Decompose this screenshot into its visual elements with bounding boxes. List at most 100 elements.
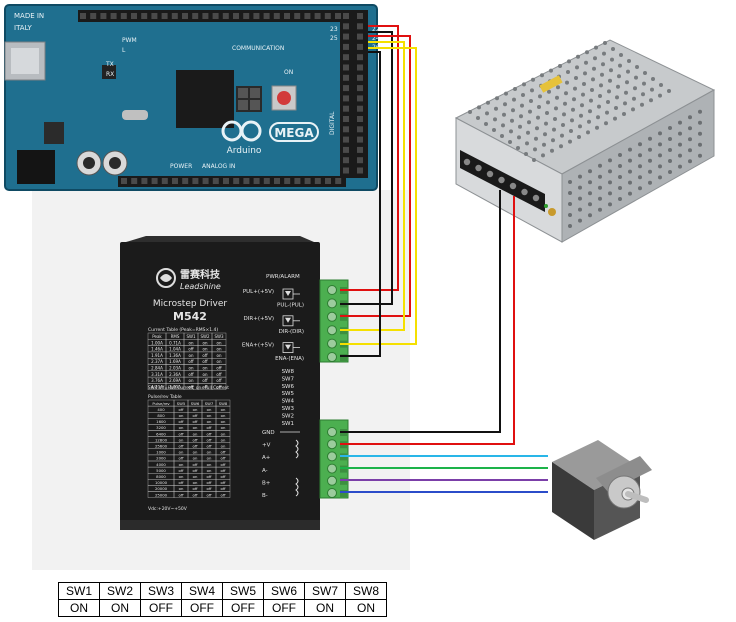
pulse-table-cell: off <box>193 437 198 442</box>
pulse-table-cell: 1000 <box>156 450 166 455</box>
pulse-table-cell: off <box>193 462 198 467</box>
switch-header-3: SW3 <box>140 582 182 600</box>
pulse-table-cell: on <box>221 413 226 418</box>
pulse-table-cell: 25600 <box>155 444 168 449</box>
pulse-table-cell: off <box>193 468 198 473</box>
current-table-cell: 1.91A <box>151 353 163 358</box>
switch-label: SW1 <box>282 421 294 427</box>
pulse-table-cell: 800 <box>157 413 165 418</box>
current-table-cell: SW3 <box>214 334 223 339</box>
pulse-table-cell: SW5 <box>177 401 186 406</box>
current-table-cell: off <box>202 384 207 389</box>
power-label: GND <box>262 430 275 436</box>
current-table-cell: SW1 <box>186 334 195 339</box>
current-table-cell: SW2 <box>200 334 209 339</box>
current-table-cell: 1.36A <box>169 353 181 358</box>
pulse-table-cell: off <box>221 492 226 497</box>
signal-label: ENA+(+5V) <box>242 343 274 349</box>
pwr-alarm-label: PWR/ALARM <box>266 274 300 280</box>
pulse-table-cell: on <box>207 468 212 473</box>
current-table-cell: on <box>189 366 194 371</box>
pulse-table-cell: on <box>193 450 198 455</box>
current-table-cell: off <box>216 372 221 377</box>
pulse-table-cell: off <box>221 456 226 461</box>
pulse-table-cell: 10000 <box>155 480 168 485</box>
current-table-cell: 2.84A <box>151 366 163 371</box>
current-table-cell: off <box>188 347 193 352</box>
switch-label: SW7 <box>282 376 295 382</box>
current-table-cell: on <box>217 340 222 345</box>
switch-header-2: SW2 <box>99 582 141 600</box>
current-table-cell: on <box>217 347 222 352</box>
current-table-cell: 2.69A <box>169 378 181 383</box>
current-table-cell: 4.20A <box>151 384 163 389</box>
pulse-table-cell: 12800 <box>155 437 168 442</box>
current-table-cell: on <box>189 340 194 345</box>
switch-label: SW3 <box>282 406 295 412</box>
signal-label: DIR-(DIR) <box>279 329 304 335</box>
current-table-cell: on <box>217 359 222 364</box>
wire-ena-plus <box>340 47 417 345</box>
pulse-table-cell: off <box>207 486 212 491</box>
pulse-table-cell: off <box>221 468 226 473</box>
current-table-cell: 1.46A <box>151 347 163 352</box>
pulse-table-cell: off <box>221 462 226 467</box>
pulse-table-cell: off <box>179 419 184 424</box>
power-label: +V <box>262 443 271 449</box>
pulse-table-cell: on <box>193 456 198 461</box>
pulse-table-cell: off <box>221 474 226 479</box>
wire-vplus <box>340 196 515 445</box>
pulse-table-cell: 8000 <box>156 474 166 479</box>
pulse-table-cell: on <box>221 419 226 424</box>
pulse-table-cell: off <box>193 444 198 449</box>
dc-jack <box>17 150 55 184</box>
power-label: B+ <box>262 480 271 486</box>
pulse-table-cell: off <box>179 468 184 473</box>
pulse-table-cell: on <box>179 425 184 430</box>
current-table-cell: 1.00A <box>151 340 163 345</box>
wire-pul-plus <box>340 25 399 291</box>
pulse-table-cell: on <box>193 425 198 430</box>
switch-value-1: ON <box>58 599 100 617</box>
pulse-table-cell: off <box>179 492 184 497</box>
pulse-table-cell: off <box>207 444 212 449</box>
driver-brand-cn: 雷赛科技 <box>180 268 221 281</box>
pulse-table-cell: off <box>207 492 212 497</box>
atmega-chip <box>176 70 234 128</box>
pin-23-label: 23 <box>330 26 338 33</box>
pulse-table-cell: off <box>179 456 184 461</box>
pulse-table-cell: on <box>193 407 198 412</box>
current-table-cell: 3.76A <box>151 378 163 383</box>
signal-label: PUL-(PUL) <box>277 302 304 308</box>
wire-dir-minus <box>340 41 405 331</box>
pulse-table-cell: on <box>179 486 184 491</box>
pulse-table-cell: on <box>179 462 184 467</box>
current-table-cell: 2.03A <box>169 366 181 371</box>
pulse-table-cell: on <box>207 456 212 461</box>
pulse-table-cell: off <box>179 480 184 485</box>
pulse-table-cell: off <box>207 480 212 485</box>
l-label: L <box>122 47 126 54</box>
pulse-table-cell: on <box>207 419 212 424</box>
pwm-label: PWM <box>122 37 137 44</box>
pulse-table-cell: on <box>179 450 184 455</box>
current-table-cell: on <box>203 372 208 377</box>
switch-header-6: SW6 <box>263 582 305 600</box>
stepper-motor <box>552 440 652 540</box>
current-table-cell: on <box>189 378 194 383</box>
pulse-table-cell: on <box>193 480 198 485</box>
driver-model: M542 <box>173 310 207 323</box>
pulse-table-cell: 2000 <box>156 456 166 461</box>
current-table-cell: 1.69A <box>169 359 181 364</box>
current-table-cell: 1.04A <box>169 347 181 352</box>
switch-value-4: OFF <box>181 599 223 617</box>
current-table-cell: 3.00A <box>169 384 181 389</box>
arduino-mega-board: MEGA Arduino MADE IN ITALY COMMUNICATION… <box>4 4 380 191</box>
switch-header-4: SW4 <box>181 582 223 600</box>
wire-pul-minus <box>340 31 393 305</box>
pulse-table-cell: 6400 <box>156 431 166 436</box>
switch-value-6: OFF <box>263 599 305 617</box>
rx-label: RX <box>106 71 114 78</box>
